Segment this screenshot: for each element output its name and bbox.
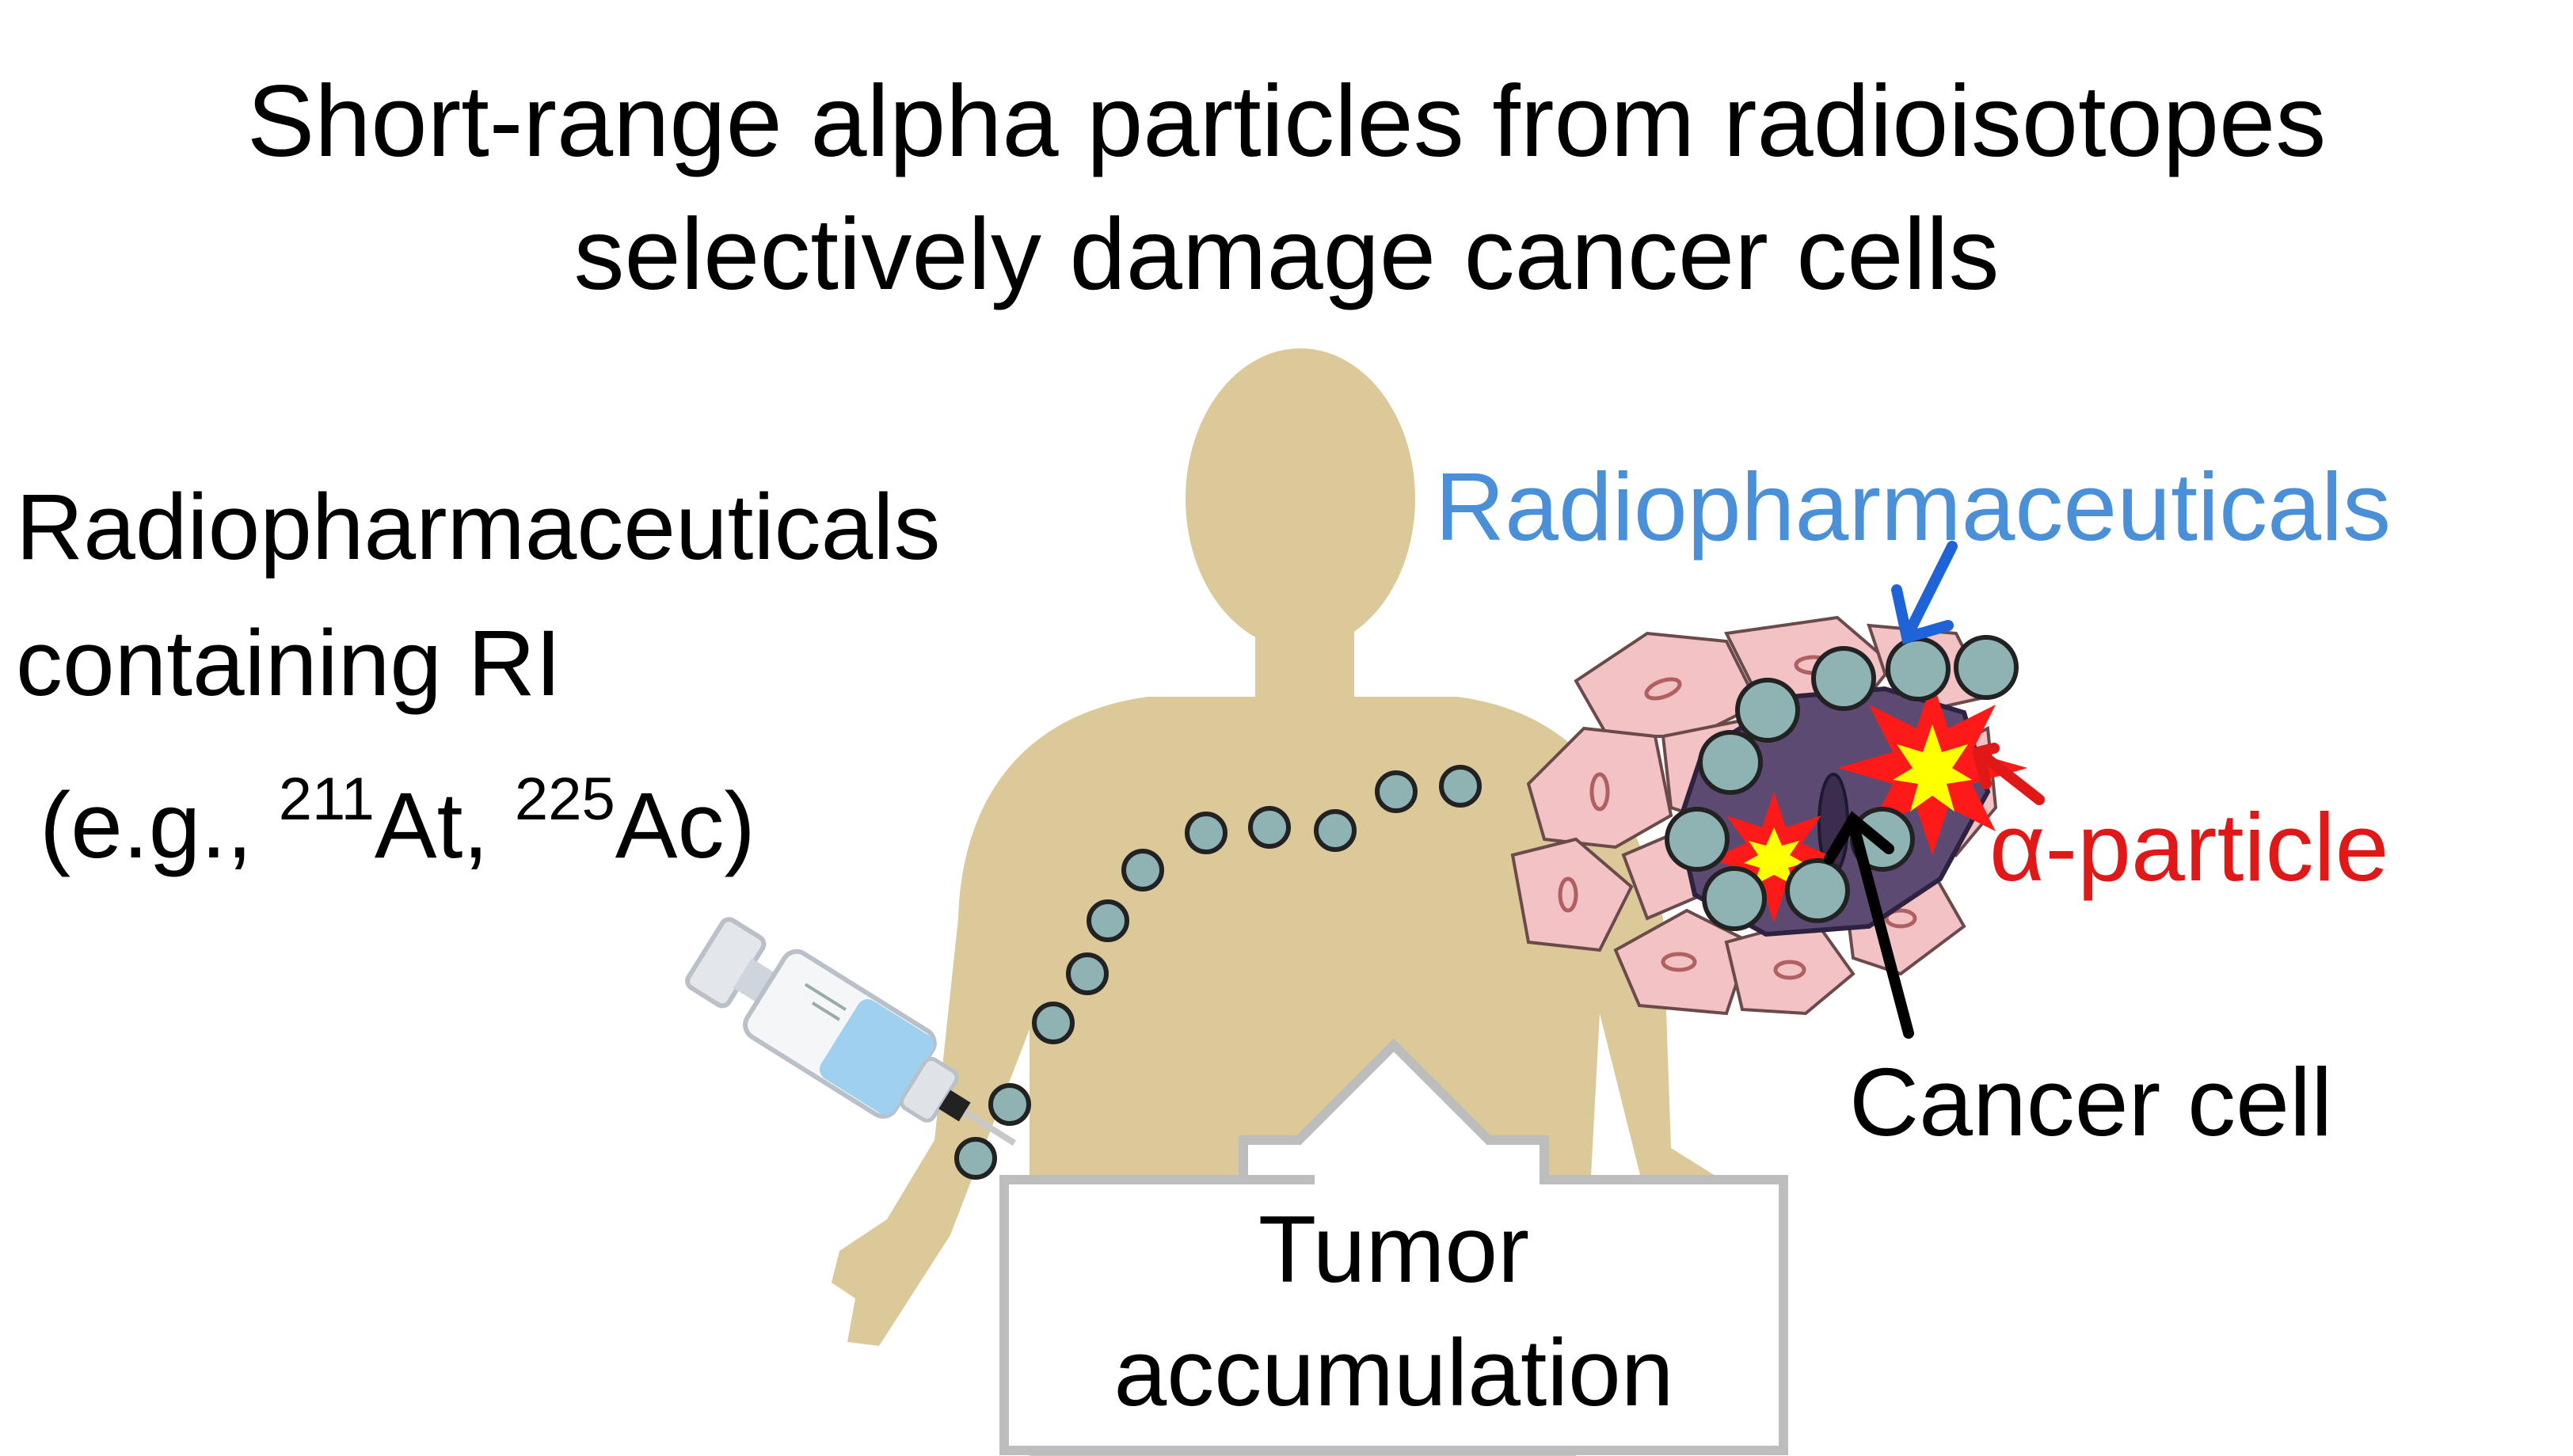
particle-dot <box>1032 1002 1075 1044</box>
left-label-line-2: containing RI <box>16 611 561 716</box>
particle-path <box>954 765 1482 1180</box>
tumor-label-line-2: accumulation <box>1113 1320 1674 1426</box>
bound-particles <box>1665 635 2019 931</box>
left-label-line-1: Radiopharmaceuticals <box>16 475 941 580</box>
cancer-cell-arrow <box>1824 811 1914 1039</box>
isotope-2-symbol: Ac) <box>615 774 756 878</box>
alpha-particle-arrow <box>1971 743 2045 805</box>
particle-dot <box>954 1137 997 1180</box>
particle-dot <box>1665 807 1730 872</box>
tumor-label-line-1: Tumor <box>1258 1196 1530 1302</box>
particle-dot <box>1185 812 1228 854</box>
isotope-1-symbol: At, <box>374 774 515 878</box>
particle-dot <box>1954 635 2019 700</box>
particle-dot <box>1248 806 1291 849</box>
diagram-title: Short-range alpha particles from radiois… <box>0 55 2573 321</box>
particle-dot <box>1702 866 1767 931</box>
isotope-2-mass: 225 <box>514 766 615 833</box>
particle-dot <box>1066 952 1109 995</box>
examples-prefix: (e.g., <box>40 774 279 878</box>
particle-dot <box>1811 646 1876 711</box>
left-label: Radiopharmaceuticals containing RI (e.g.… <box>16 459 941 894</box>
left-label-line-3: (e.g., 211At, 225Ac) <box>16 732 941 894</box>
radiopharmaceuticals-label: Radiopharmaceuticals <box>1435 453 2392 561</box>
cancer-cell-label: Cancer cell <box>1849 1048 2333 1156</box>
alpha-particle-label: α-particle <box>1989 793 2389 901</box>
particle-dot <box>1314 809 1357 852</box>
syringe-icon <box>685 917 1017 1146</box>
particle-dot <box>1375 770 1418 813</box>
title-line-1: Short-range alpha particles from radiois… <box>246 65 2327 178</box>
tumor-accumulation-label: Tumor accumulation <box>1014 1188 1774 1435</box>
particle-dot <box>1785 858 1850 923</box>
particle-dot <box>1121 849 1164 891</box>
particle-dot <box>1886 637 1951 701</box>
particle-dot <box>1735 678 1800 743</box>
particle-dot <box>1439 765 1482 808</box>
title-line-2: selectively damage cancer cells <box>573 198 2000 311</box>
particle-dot <box>1087 899 1129 942</box>
radiopharmaceuticals-arrow <box>1891 541 1958 644</box>
particle-dot <box>988 1083 1031 1126</box>
tumor-accumulation-callout <box>999 1038 1788 1455</box>
particle-dot <box>1698 730 1763 795</box>
isotope-1-mass: 211 <box>278 766 375 833</box>
